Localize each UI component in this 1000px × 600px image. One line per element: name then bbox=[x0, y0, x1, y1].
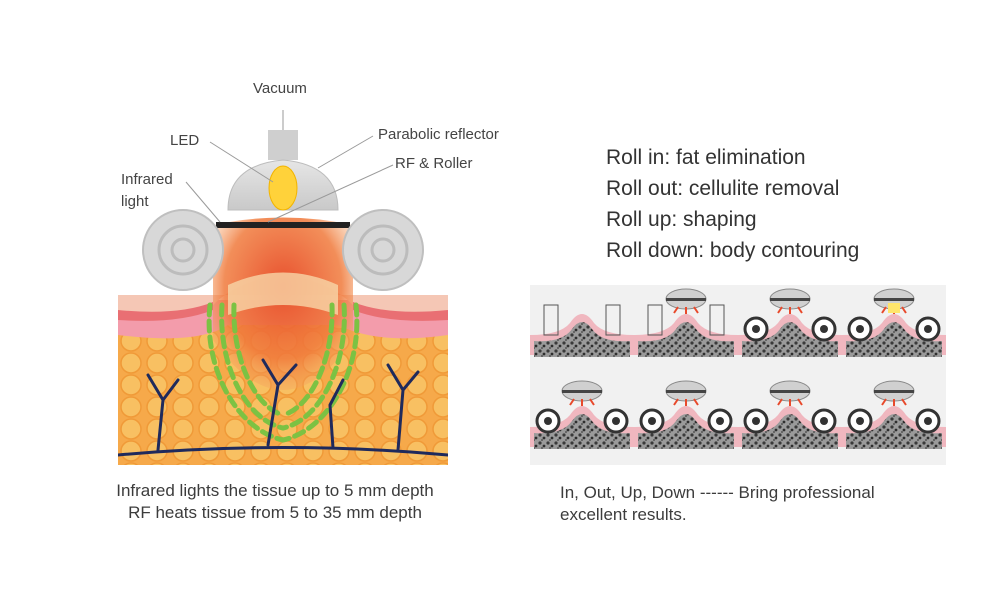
modes-caption-line-2: excellent results. bbox=[560, 505, 687, 524]
roll-mode-item: Roll in: fat elimination bbox=[606, 146, 806, 169]
label-infrared-light: light bbox=[121, 193, 149, 210]
diagram-caption: Infrared lights the tissue up to 5 mm de… bbox=[70, 480, 480, 524]
label-led: LED bbox=[170, 132, 200, 149]
panel-8 bbox=[842, 380, 946, 449]
roll-modes-list: Roll in: fat elimination Roll out: cellu… bbox=[606, 142, 859, 266]
panel-3 bbox=[738, 288, 842, 357]
tissue-diagram bbox=[118, 110, 448, 465]
panel-7 bbox=[738, 380, 842, 449]
label-infrared: Infrared bbox=[121, 171, 173, 188]
roller-right bbox=[342, 209, 424, 291]
diagram-caption-line-1: Infrared lights the tissue up to 5 mm de… bbox=[116, 481, 434, 500]
label-rf-roller: RF & Roller bbox=[395, 155, 473, 172]
roller-left bbox=[142, 209, 224, 291]
panel-4 bbox=[842, 288, 946, 357]
modes-caption: In, Out, Up, Down ------ Bring professio… bbox=[560, 482, 960, 526]
roll-mode-item: Roll up: shaping bbox=[606, 208, 757, 231]
led-lamp bbox=[268, 165, 298, 211]
roller-motion-illustrations bbox=[530, 288, 946, 449]
panel-2 bbox=[634, 288, 738, 357]
blood-vessels bbox=[118, 358, 448, 457]
skin-surface bbox=[118, 275, 448, 317]
panel-1 bbox=[530, 304, 634, 357]
label-parabolic-reflector: Parabolic reflector bbox=[378, 126, 499, 143]
panel-6 bbox=[634, 380, 738, 449]
panel-5 bbox=[530, 380, 634, 449]
roller-motion-grid bbox=[530, 285, 946, 465]
roll-mode-item: Roll out: cellulite removal bbox=[606, 177, 840, 200]
modes-caption-line-1: In, Out, Up, Down ------ Bring professio… bbox=[560, 483, 875, 502]
roll-mode-item: Roll down: body contouring bbox=[606, 239, 860, 262]
infrared-plate bbox=[216, 222, 350, 228]
diagram-caption-line-2: RF heats tissue from 5 to 35 mm depth bbox=[128, 503, 422, 522]
vacuum-nozzle bbox=[268, 130, 298, 160]
label-vacuum: Vacuum bbox=[253, 80, 307, 97]
